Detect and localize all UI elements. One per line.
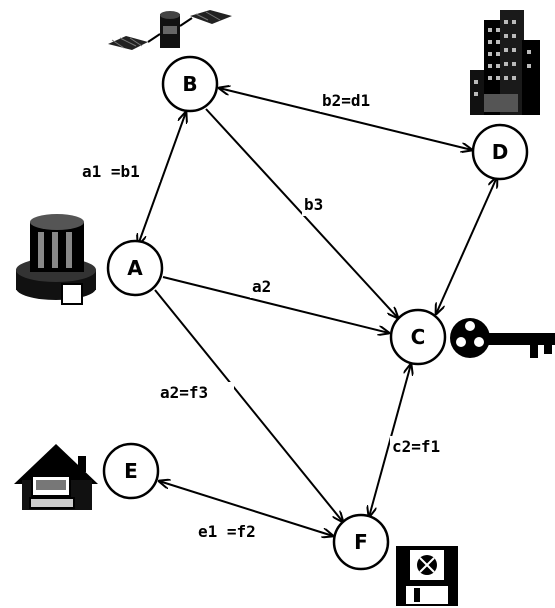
node-f: [332, 513, 390, 571]
edge-label-a-b: a1 =b1: [82, 162, 140, 181]
node-a: [106, 239, 164, 297]
node-label-b: B: [182, 72, 197, 96]
edge-label-a-f: a2=f3: [160, 383, 208, 402]
floppy-disk-icon: [396, 546, 458, 606]
node-label-c: C: [411, 325, 426, 349]
cylinder-device-icon: [16, 214, 96, 305]
edge-a-f: [154, 289, 343, 522]
node-e: [102, 442, 160, 500]
edge-label-e-f: e1 =f2: [198, 522, 256, 541]
node-label-e: E: [124, 459, 138, 483]
edge-label-b-d: b2=d1: [322, 91, 370, 110]
office-building-icon: [470, 10, 540, 115]
node-b: [161, 55, 219, 113]
edge-b-d: [219, 88, 472, 150]
edge-a-c: [162, 276, 389, 333]
edge-label-c-f: c2=f1: [392, 437, 440, 456]
edge-e-f: [159, 481, 333, 536]
node-label-f: F: [354, 530, 368, 554]
node-label-a: A: [127, 256, 143, 280]
edge-label-b-c: b3: [304, 195, 323, 214]
satellite-icon: [108, 10, 232, 50]
edge-d-c: [436, 177, 497, 314]
node-c: [389, 308, 447, 366]
key-icon: [450, 318, 555, 358]
edge-label-a-c: a2: [252, 277, 271, 296]
edge-a-b: [138, 112, 186, 245]
node-label-d: D: [492, 140, 509, 164]
house-icon: [14, 444, 98, 510]
node-d: [471, 123, 529, 181]
